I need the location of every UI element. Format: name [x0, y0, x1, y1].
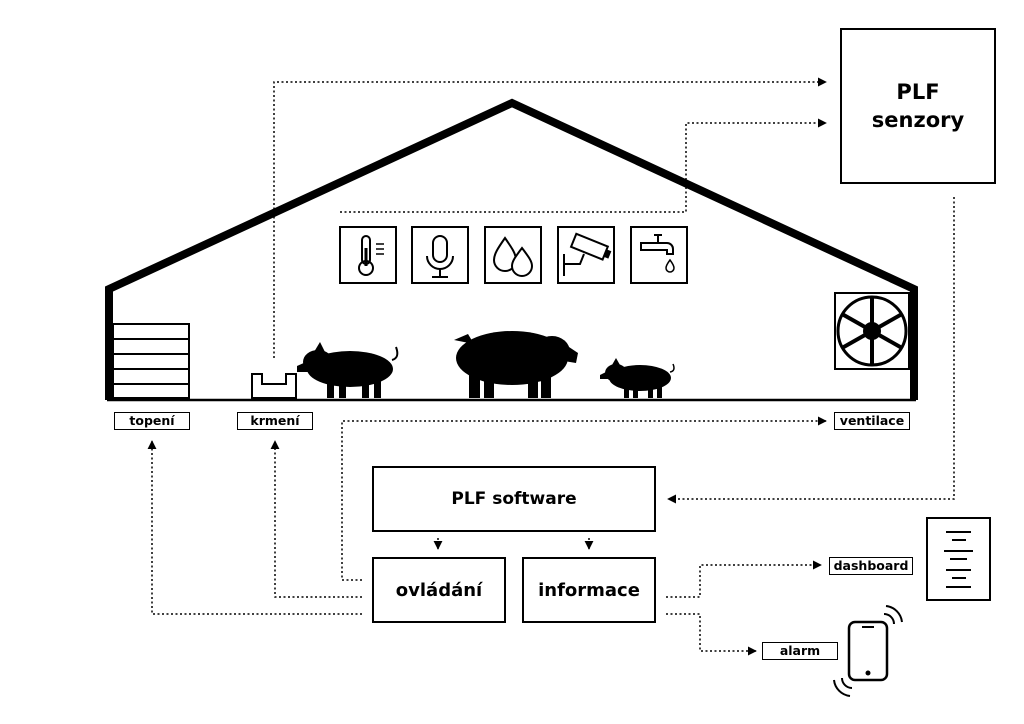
water-tap-icon	[630, 226, 688, 284]
info-box: informace	[522, 557, 656, 623]
connector-feeder-to-sensors	[273, 77, 827, 358]
alarm-tag: alarm	[762, 642, 838, 660]
pig-large-icon	[454, 331, 578, 398]
plf-sensors-box: PLF senzory	[840, 28, 996, 184]
feeder-icon	[251, 373, 297, 399]
connector-control-to-feeding	[270, 440, 362, 598]
dashboard-document-icon	[926, 517, 991, 601]
smartphone-icon	[833, 605, 903, 697]
heater-icon	[112, 323, 190, 399]
plf-sensors-line2: senzory	[871, 108, 965, 132]
plf-sensors-line1: PLF	[896, 79, 940, 104]
control-box: ovládání	[372, 557, 506, 623]
connector-control-to-ventilation	[341, 416, 827, 581]
dashboard-tag: dashboard	[829, 557, 913, 575]
connector-control-to-heating	[147, 440, 362, 615]
connector-icons-to-sensors	[340, 118, 827, 213]
microphone-icon	[411, 226, 469, 284]
water-drops-icon	[484, 226, 542, 284]
info-label: informace	[538, 579, 640, 601]
camera-icon	[557, 226, 615, 284]
feeding-tag: krmení	[237, 412, 313, 430]
fan-icon	[834, 292, 910, 370]
pig-piglet-icon	[600, 358, 675, 398]
heating-tag: topení	[114, 412, 190, 430]
pig-small-icon	[297, 342, 399, 398]
thermometer-icon	[339, 226, 397, 284]
connector-sensors-to-software	[667, 197, 955, 504]
plf-software-box: PLF software	[372, 466, 656, 532]
plf-software-label: PLF software	[451, 489, 577, 509]
control-label: ovládání	[395, 579, 483, 601]
connector-info-to-alarm	[666, 613, 757, 656]
connector-info-to-dashboard	[666, 560, 822, 598]
ventilation-tag: ventilace	[834, 412, 910, 430]
barn-outline	[105, 98, 918, 400]
